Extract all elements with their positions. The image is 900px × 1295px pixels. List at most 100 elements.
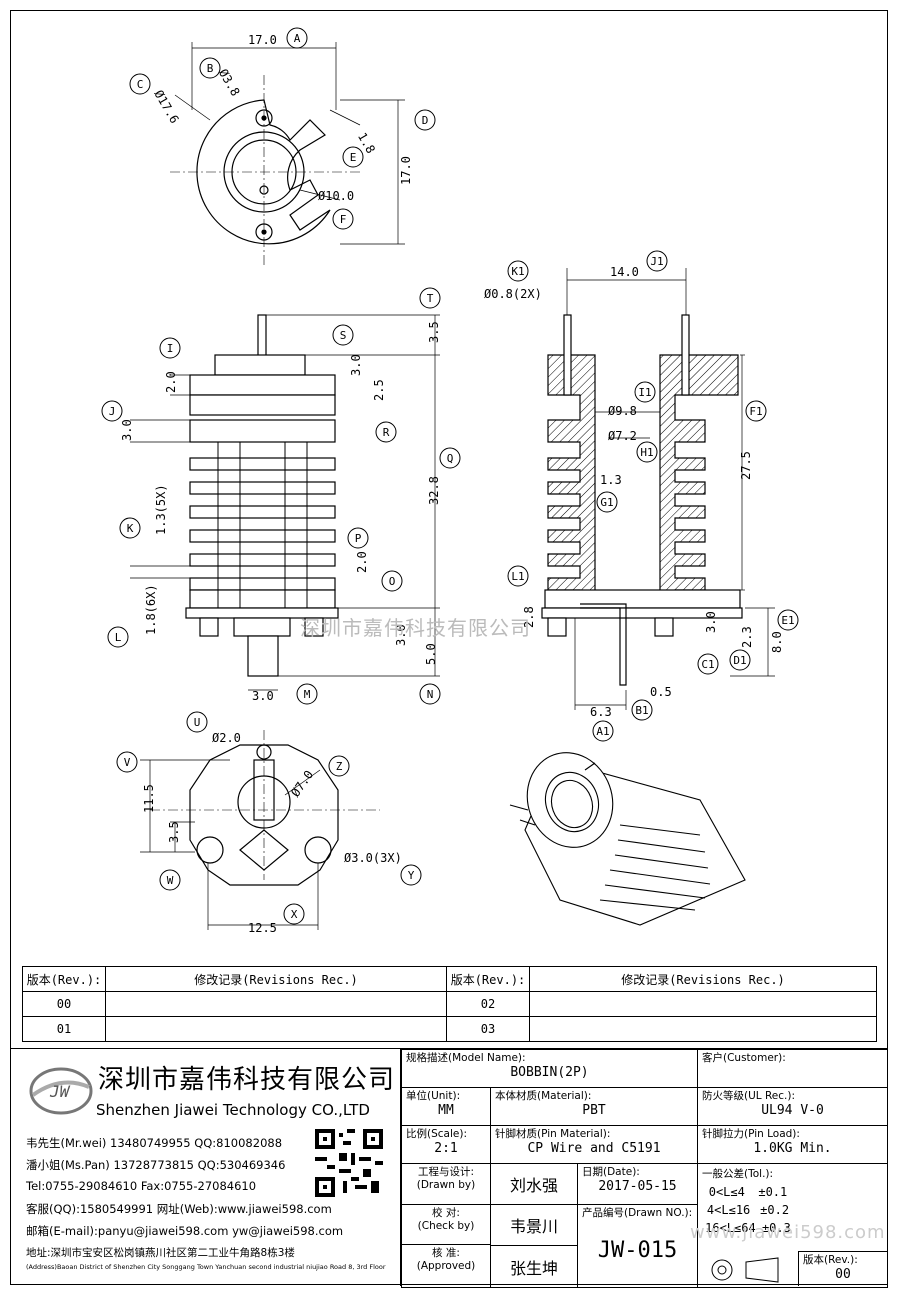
svg-text:B1: B1 <box>635 704 648 717</box>
address-en: (Address)Baoan District of Shenzhen City… <box>26 1263 386 1271</box>
svg-text:V: V <box>124 756 131 769</box>
top-view <box>170 75 360 265</box>
rev-value: 00 <box>835 1267 851 1282</box>
svg-text:P: P <box>355 532 362 545</box>
callout-c: C <box>129 73 151 95</box>
model-value: BOBBIN(2P) <box>510 1065 589 1080</box>
unit-label: 单位(Unit): <box>406 1090 461 1102</box>
front-view <box>185 314 339 677</box>
svg-text:H1: H1 <box>640 446 653 459</box>
rec-cell <box>529 991 877 1017</box>
drawn-no-value: JW-015 <box>597 1238 678 1263</box>
check-by-value: 韦景川 <box>491 1205 577 1246</box>
svg-text:L: L <box>115 631 122 644</box>
scale-label: 比例(Scale): <box>406 1128 467 1140</box>
rec-header-left: 修改记录(Revisions Rec.) <box>105 966 447 992</box>
svg-text:O: O <box>389 575 396 588</box>
drawn-label-en: (Drawn by) <box>416 1179 476 1191</box>
approved-label: 核 准: <box>432 1247 460 1260</box>
revision-row: 01 03 <box>22 1016 877 1042</box>
callout-f: F <box>332 208 354 230</box>
svg-text:T: T <box>427 292 434 305</box>
dim-top-width: 17.0 <box>248 33 277 47</box>
logo-text: JW <box>49 1082 71 1101</box>
customer-cell: 客户(Customer): <box>697 1049 888 1088</box>
dim-pin-top: 3.5 <box>427 321 441 343</box>
callout-j1: J1 <box>646 250 668 272</box>
rec-header-right: 修改记录(Revisions Rec.) <box>529 966 877 992</box>
pin-material-label: 针脚材质(Pin Material): <box>495 1128 611 1140</box>
dim-c1: 2.3 <box>740 626 754 648</box>
front-view-labels: 3.5 3.0 2.0 2.5 3.0 32.8 1.3(5X) 2.0 3.0… <box>120 321 441 703</box>
dim-fin-gap: 2.0 <box>355 551 369 573</box>
callout-r: R <box>375 421 397 443</box>
dim-peg-pitch: 12.5 <box>248 921 277 935</box>
approved-by-value: 张生坤 <box>509 1258 558 1278</box>
svg-text:W: W <box>167 874 174 887</box>
front-view-dimensions <box>130 314 440 691</box>
revision-table: 版本(Rev.): 修改记录(Revisions Rec.) 版本(Rev.):… <box>22 966 877 1042</box>
callout-t: T <box>419 287 441 309</box>
callout-b: B <box>199 57 221 79</box>
dim-pin-dia: Ø0.8(2X) <box>484 287 542 301</box>
svg-text:Q: Q <box>447 452 454 465</box>
svg-text:L1: L1 <box>511 570 524 583</box>
company-name-en: Shenzhen Jiawei Technology CO.,LTD <box>96 1101 370 1119</box>
tol-value: ±0.3 <box>761 1221 791 1235</box>
svg-text:E: E <box>350 151 357 164</box>
dim-flange-r: 2.5 <box>372 379 386 401</box>
svg-text:J: J <box>109 405 116 418</box>
approved-label-en: (Approved) <box>416 1260 476 1273</box>
svg-text:M: M <box>304 688 311 701</box>
callout-v: V <box>116 751 138 773</box>
watermark-url: www.jiawei598.com <box>690 1222 886 1243</box>
callout-c1: C1 <box>697 653 719 675</box>
callout-z: Z <box>328 755 350 777</box>
dim-flange-i: 2.0 <box>164 371 178 393</box>
dim-peg-dia: Ø3.0(3X) <box>344 851 402 865</box>
top-view-labels: 17.0 Ø17.6 Ø3.8 1.8 17.0 Ø10.0 <box>151 33 413 203</box>
company-panel: JW 深圳市嘉伟科技有限公司 Shenzhen Jiawei Technolog… <box>10 1049 401 1286</box>
info-table: 规格描述(Model Name):BOBBIN(2P) 客户(Customer)… <box>401 1049 888 1288</box>
callout-a: A <box>286 27 308 49</box>
qq-web: 客服(QQ):1580549991 网址(Web):www.jiawei598.… <box>26 1202 332 1216</box>
check-approve-cell: 韦景川 张生坤 产品编号(Drawn NO.): JW-015 <box>490 1204 698 1288</box>
callout-h1: H1 <box>636 441 658 463</box>
svg-text:D1: D1 <box>733 654 746 667</box>
tolerance-cell: 一般公差(Tol.): 0<L≤4±0.1 4<L≤16±0.2 16<L≤64… <box>697 1163 888 1288</box>
material-value: PBT <box>582 1103 606 1118</box>
section-view-labels: 14.0 Ø0.8(2X) Ø9.8 Ø7.2 27.5 1.3 2.8 3.0… <box>484 265 784 719</box>
svg-text:A1: A1 <box>596 725 609 738</box>
rev-header-right: 版本(Rev.): <box>446 966 530 992</box>
callout-d1: D1 <box>729 649 751 671</box>
svg-text:D: D <box>422 114 429 127</box>
drawn-date-cell: 刘水强 日期(Date):2017-05-15 <box>490 1163 698 1205</box>
callout-m: M <box>296 683 318 705</box>
svg-text:I: I <box>167 342 174 355</box>
callout-e: E <box>342 146 364 168</box>
isometric-view <box>509 752 746 926</box>
customer-label: 客户(Customer): <box>702 1052 786 1064</box>
dim-bore: Ø7.0 <box>288 768 316 800</box>
rec-cell <box>105 1016 447 1042</box>
dim-top-core-dia: Ø10.0 <box>318 189 354 203</box>
dim-inner-bore: Ø7.2 <box>608 429 637 443</box>
callout-f1: F1 <box>745 400 767 422</box>
svg-text:I1: I1 <box>638 386 651 399</box>
check-label: 校 对: <box>432 1207 460 1219</box>
svg-text:U: U <box>194 716 201 729</box>
unit-cell: 单位(Unit):MM <box>401 1087 491 1126</box>
contact-pan: 潘小姐(Ms.Pan) 13728773815 QQ:530469346 <box>26 1158 286 1172</box>
rev-cell: 00 <box>22 991 106 1017</box>
pin-load-cell: 针脚拉力(Pin Load):1.0KG Min. <box>697 1125 888 1164</box>
check-label-cell: 校 对:(Check by) <box>401 1203 491 1246</box>
tol-value: ±0.1 <box>758 1185 788 1199</box>
dim-wall: 1.3 <box>600 473 622 487</box>
callout-g1: G1 <box>596 491 618 513</box>
dim-hole-offset: 11.5 <box>142 784 156 813</box>
callout-k: K <box>119 517 141 539</box>
svg-text:S: S <box>340 329 347 342</box>
tol-range: 4<L≤16 <box>706 1203 751 1217</box>
svg-text:C1: C1 <box>701 658 714 671</box>
dim-flange-top: 3.0 <box>349 354 363 376</box>
